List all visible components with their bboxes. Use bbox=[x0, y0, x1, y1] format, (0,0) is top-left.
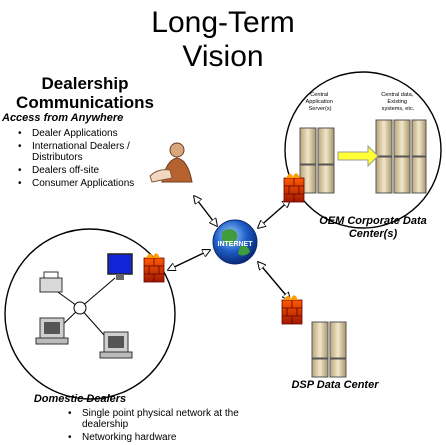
blue-monitor-icon bbox=[107, 253, 133, 280]
dsp-server-icon bbox=[311, 321, 347, 378]
arrow-internet-oem bbox=[258, 200, 290, 228]
oem-link-arrow bbox=[337, 144, 379, 168]
dealership-item-apps: Dealer Applications bbox=[14, 128, 164, 139]
dsp-caption: DSP Data Center bbox=[291, 379, 379, 391]
page-title-line-2: Vision bbox=[182, 40, 264, 73]
connection-arrows bbox=[168, 196, 290, 300]
oem-server-label-1: Central Application Server(s) bbox=[306, 92, 335, 112]
dealership-item-offsite: Dealers off-site bbox=[14, 165, 164, 176]
internet-label: INTERNET bbox=[218, 241, 254, 248]
oem-data-server-icon bbox=[375, 119, 427, 194]
oem-server-label-2: Central data, Existing systems, etc. bbox=[381, 92, 415, 112]
internet-globe-icon: INTERNET bbox=[212, 219, 258, 265]
dealer-lan bbox=[54, 277, 116, 345]
dealership-item-consumer: Consumer Applications bbox=[14, 178, 164, 189]
domestic-item-network: Single point physical network at the dea… bbox=[64, 408, 284, 430]
arrow-internet-dsp bbox=[258, 262, 290, 300]
firewall-icon-oem bbox=[283, 173, 305, 203]
dealership-title-line-2: Communications bbox=[16, 93, 154, 112]
arrow-internet-dealership bbox=[194, 196, 217, 226]
dealership-subtitle: Access from Anywhere bbox=[2, 112, 124, 124]
domestic-title: Domestic Dealers bbox=[33, 393, 127, 405]
printer-icon bbox=[39, 271, 63, 293]
dealership-item-international: International Dealers / Distributors bbox=[14, 141, 164, 163]
dealership-title-line-1: Dealership bbox=[41, 74, 129, 93]
firewall-icon-domestic bbox=[143, 253, 165, 283]
domestic-list: Single point physical network at the dea… bbox=[64, 408, 284, 445]
oem-caption-line-1: OEM Corporate Data bbox=[319, 215, 427, 227]
arrow-internet-domestic bbox=[168, 250, 210, 270]
dealer-person-icon bbox=[149, 142, 193, 183]
workstation-icon-right bbox=[99, 331, 133, 359]
domestic-item-hardware: Networking hardware bbox=[64, 432, 284, 443]
workstation-icon-left bbox=[35, 317, 69, 345]
firewall-icon-dsp bbox=[281, 295, 303, 325]
dealership-list: Dealer Applications International Dealer… bbox=[14, 128, 164, 191]
oem-caption-line-2: Center(s) bbox=[348, 228, 398, 240]
page-title-line-1: Long-Term bbox=[151, 6, 295, 39]
oem-app-server-icon bbox=[299, 127, 335, 194]
